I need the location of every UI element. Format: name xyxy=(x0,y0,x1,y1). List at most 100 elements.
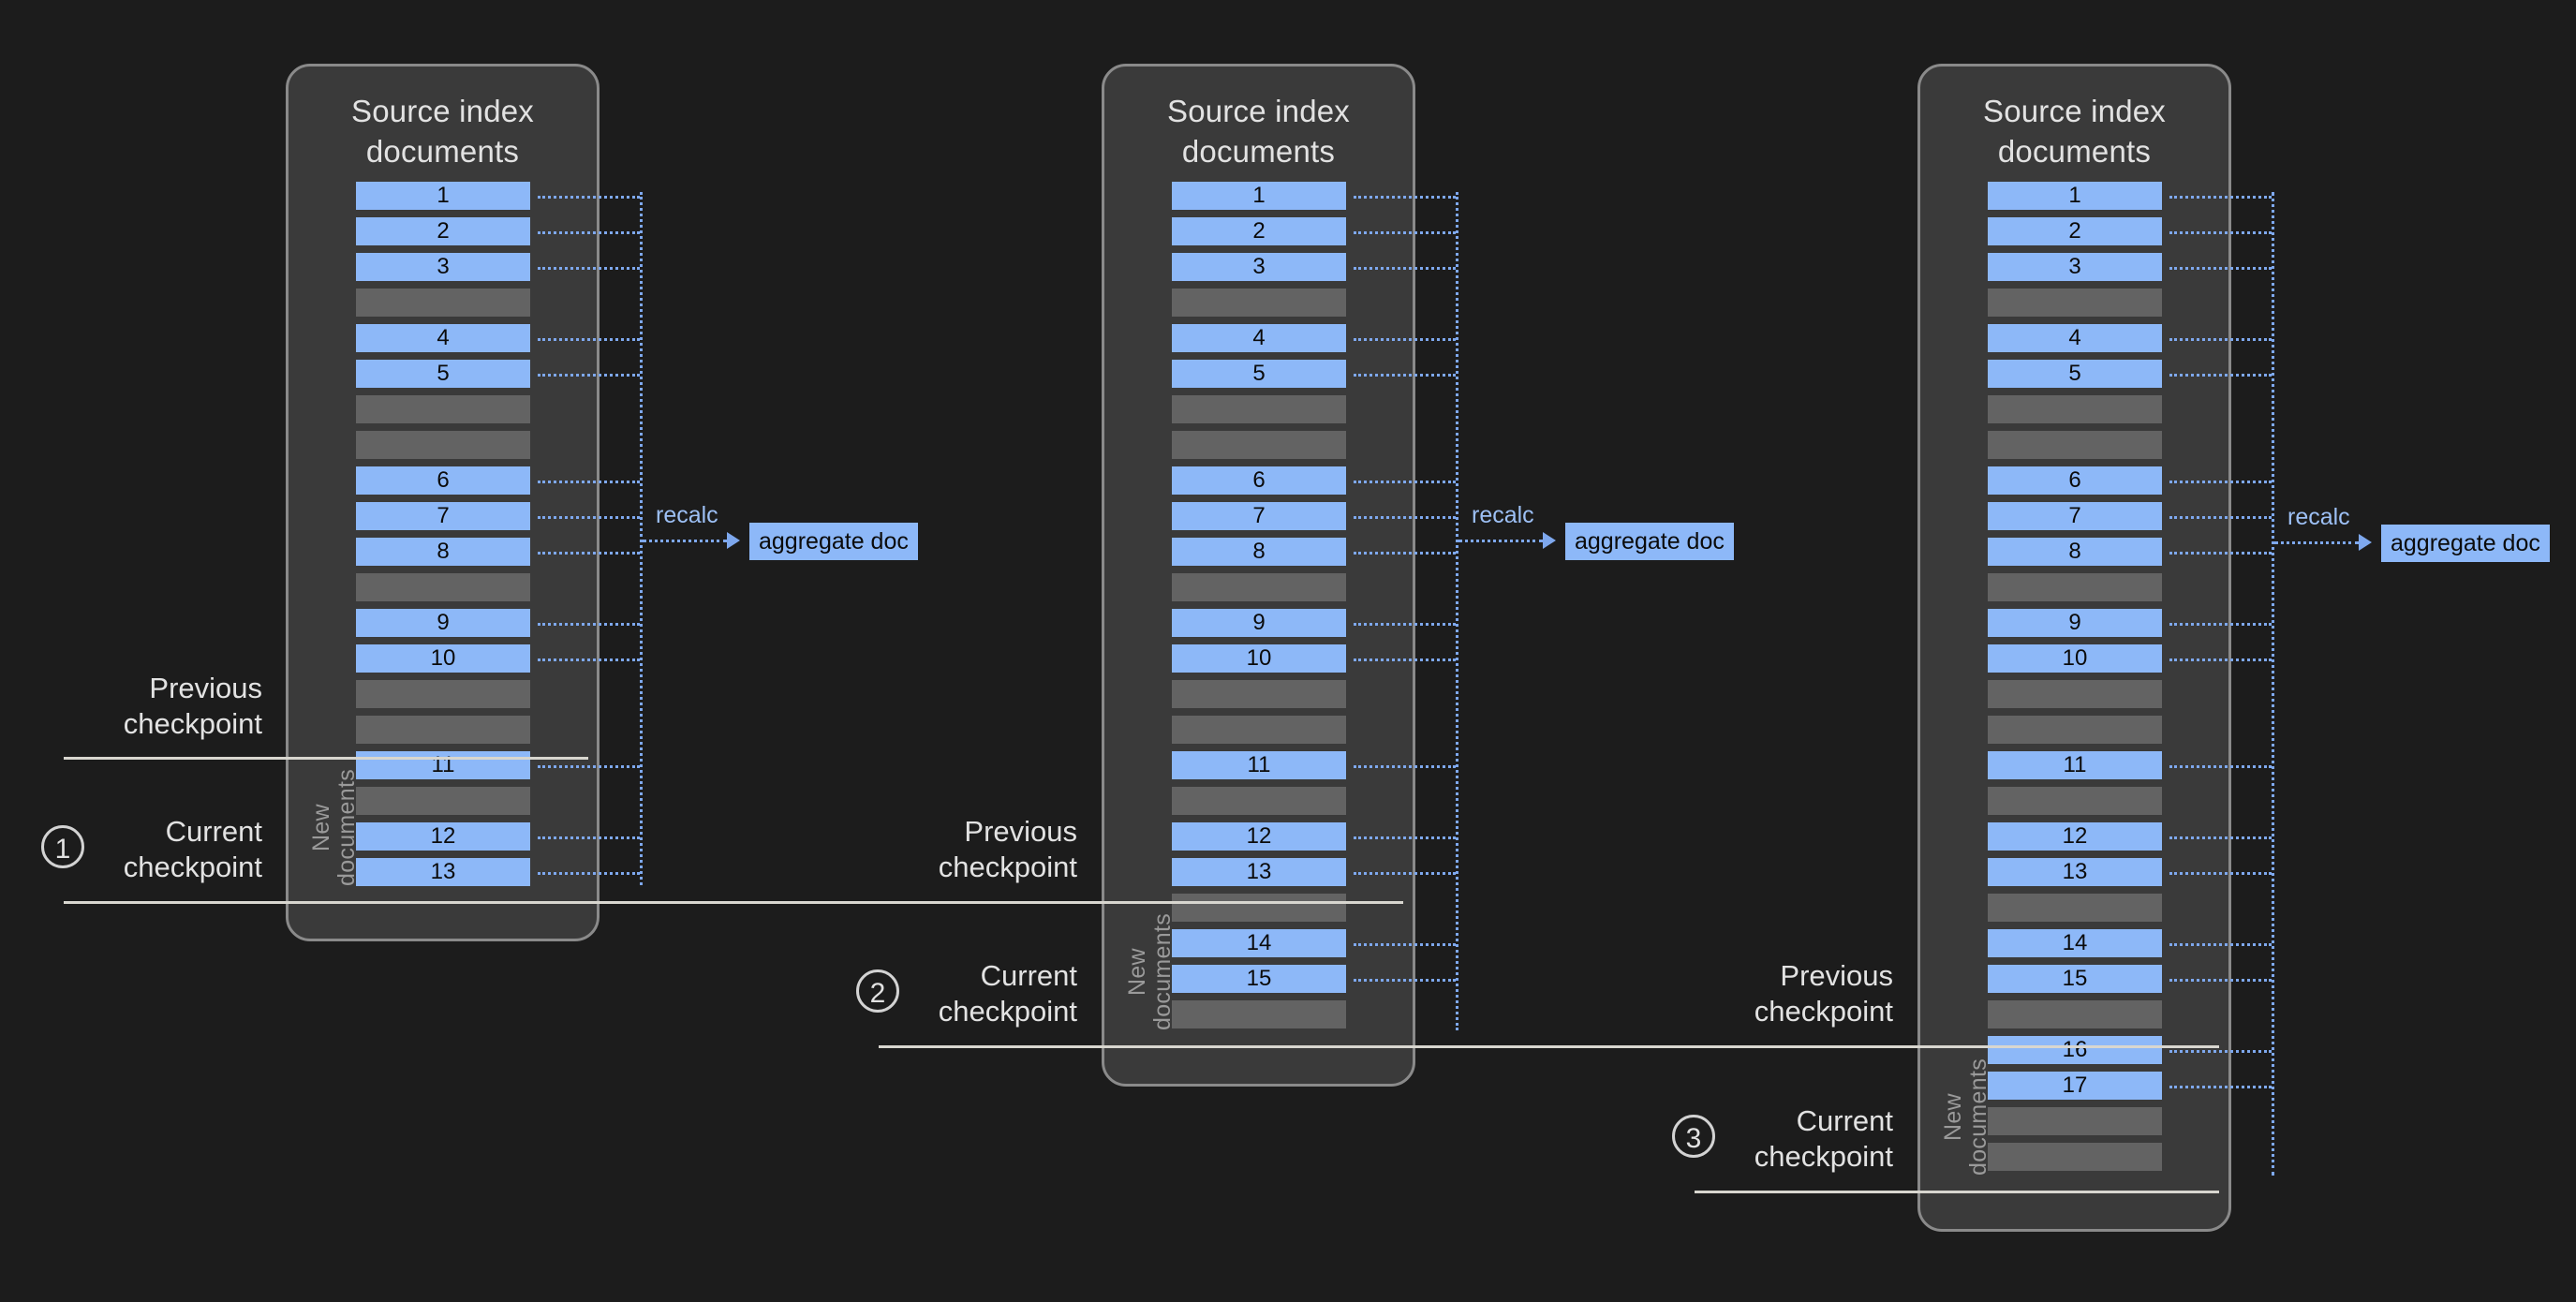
document-row: 8 xyxy=(356,538,530,566)
document-row-empty xyxy=(356,431,530,459)
recalc-arrow-line-2 xyxy=(1458,540,1543,542)
document-row: 4 xyxy=(1988,324,2162,352)
document-row-empty xyxy=(1172,894,1346,922)
current-checkpoint-label-2: Current checkpoint xyxy=(938,959,1077,1028)
document-row-empty xyxy=(1172,1000,1346,1028)
document-row-empty xyxy=(356,289,530,317)
current-checkpoint-line-2 xyxy=(879,1045,2218,1048)
document-row: 9 xyxy=(1172,609,1346,637)
document-connector-stub xyxy=(2169,267,2272,270)
step-number-3: 3 xyxy=(1672,1115,1715,1158)
document-connector-stub xyxy=(1354,267,1456,270)
document-connector-stub xyxy=(2169,1086,2272,1088)
document-connector-stub xyxy=(1354,338,1456,341)
document-row: 1 xyxy=(356,182,530,210)
document-row: 5 xyxy=(1172,360,1346,388)
document-row-empty xyxy=(1988,289,2162,317)
document-row-empty xyxy=(356,395,530,423)
document-row-empty xyxy=(1988,395,2162,423)
step-number-2: 2 xyxy=(856,969,899,1013)
document-row: 14 xyxy=(1988,929,2162,957)
document-row: 6 xyxy=(1172,466,1346,495)
document-row-empty xyxy=(1172,289,1346,317)
document-connector-stub xyxy=(538,765,640,768)
panel-title-1: Source index documents xyxy=(350,94,535,169)
document-row: 12 xyxy=(1172,822,1346,851)
current-checkpoint-label-1: Current checkpoint xyxy=(123,815,262,883)
recalc-arrow-line-3 xyxy=(2274,541,2359,544)
document-connector-stub xyxy=(538,231,640,234)
document-row: 6 xyxy=(1988,466,2162,495)
document-row-empty xyxy=(1172,573,1346,601)
document-connector-stub xyxy=(538,623,640,626)
document-row: 10 xyxy=(1172,644,1346,673)
document-row: 1 xyxy=(1988,182,2162,210)
document-connector-stub xyxy=(1354,943,1456,946)
document-connector-stub xyxy=(538,374,640,377)
connector-bus-3 xyxy=(2272,192,2274,1176)
document-connector-stub xyxy=(1354,765,1456,768)
recalc-arrow-head-3 xyxy=(2359,534,2372,551)
document-row: 7 xyxy=(356,502,530,530)
document-connector-stub xyxy=(2169,943,2272,946)
document-connector-stub xyxy=(2169,196,2272,199)
document-connector-stub xyxy=(1354,658,1456,661)
new-documents-label-2: New documents xyxy=(1124,913,1176,1031)
document-connector-stub xyxy=(2169,338,2272,341)
document-connector-stub xyxy=(1354,374,1456,377)
panel-title-3: Source index documents xyxy=(1982,94,2167,169)
document-row-empty xyxy=(1988,716,2162,744)
document-row-empty xyxy=(1988,1107,2162,1135)
aggregate-doc-1: aggregate doc xyxy=(749,523,918,560)
document-row-empty xyxy=(1988,787,2162,815)
document-row: 3 xyxy=(356,253,530,281)
document-connector-stub xyxy=(2169,231,2272,234)
document-row: 9 xyxy=(1988,609,2162,637)
document-row-empty xyxy=(1172,431,1346,459)
document-connector-stub xyxy=(1354,196,1456,199)
document-connector-stub xyxy=(538,872,640,875)
connector-bus-2 xyxy=(1456,192,1458,1030)
document-row: 13 xyxy=(1988,858,2162,886)
document-row: 4 xyxy=(356,324,530,352)
document-row-empty xyxy=(356,787,530,815)
document-connector-stub xyxy=(538,338,640,341)
new-documents-label-3: New documents xyxy=(1940,1058,1991,1176)
document-row: 2 xyxy=(1988,217,2162,245)
document-connector-stub xyxy=(2169,872,2272,875)
recalc-arrow-line-1 xyxy=(643,540,727,542)
document-row: 5 xyxy=(356,360,530,388)
document-connector-stub xyxy=(538,267,640,270)
document-row: 9 xyxy=(356,609,530,637)
document-row: 1 xyxy=(1172,182,1346,210)
connector-bus-1 xyxy=(640,192,643,885)
document-connector-stub xyxy=(2169,765,2272,768)
document-row: 6 xyxy=(356,466,530,495)
previous-checkpoint-label-2: Previous checkpoint xyxy=(938,815,1077,883)
new-documents-label-1: New documents xyxy=(308,769,360,887)
document-connector-stub xyxy=(1354,516,1456,519)
recalc-label-3: recalc xyxy=(2287,504,2350,530)
previous-checkpoint-label-1: Previous checkpoint xyxy=(123,672,262,740)
document-row: 13 xyxy=(356,858,530,886)
document-row-empty xyxy=(356,573,530,601)
document-row-empty xyxy=(1172,787,1346,815)
document-row: 7 xyxy=(1172,502,1346,530)
document-connector-stub xyxy=(1354,481,1456,483)
document-connector-stub xyxy=(2169,516,2272,519)
document-row: 7 xyxy=(1988,502,2162,530)
recalc-arrow-head-1 xyxy=(727,532,740,549)
document-connector-stub xyxy=(1354,623,1456,626)
document-connector-stub xyxy=(538,196,640,199)
document-row: 10 xyxy=(356,644,530,673)
document-row-empty xyxy=(1988,1143,2162,1171)
document-row: 14 xyxy=(1172,929,1346,957)
previous-checkpoint-line-3 xyxy=(1695,1045,2219,1048)
document-row-empty xyxy=(1988,431,2162,459)
document-row: 11 xyxy=(356,751,530,779)
document-row-empty xyxy=(356,716,530,744)
